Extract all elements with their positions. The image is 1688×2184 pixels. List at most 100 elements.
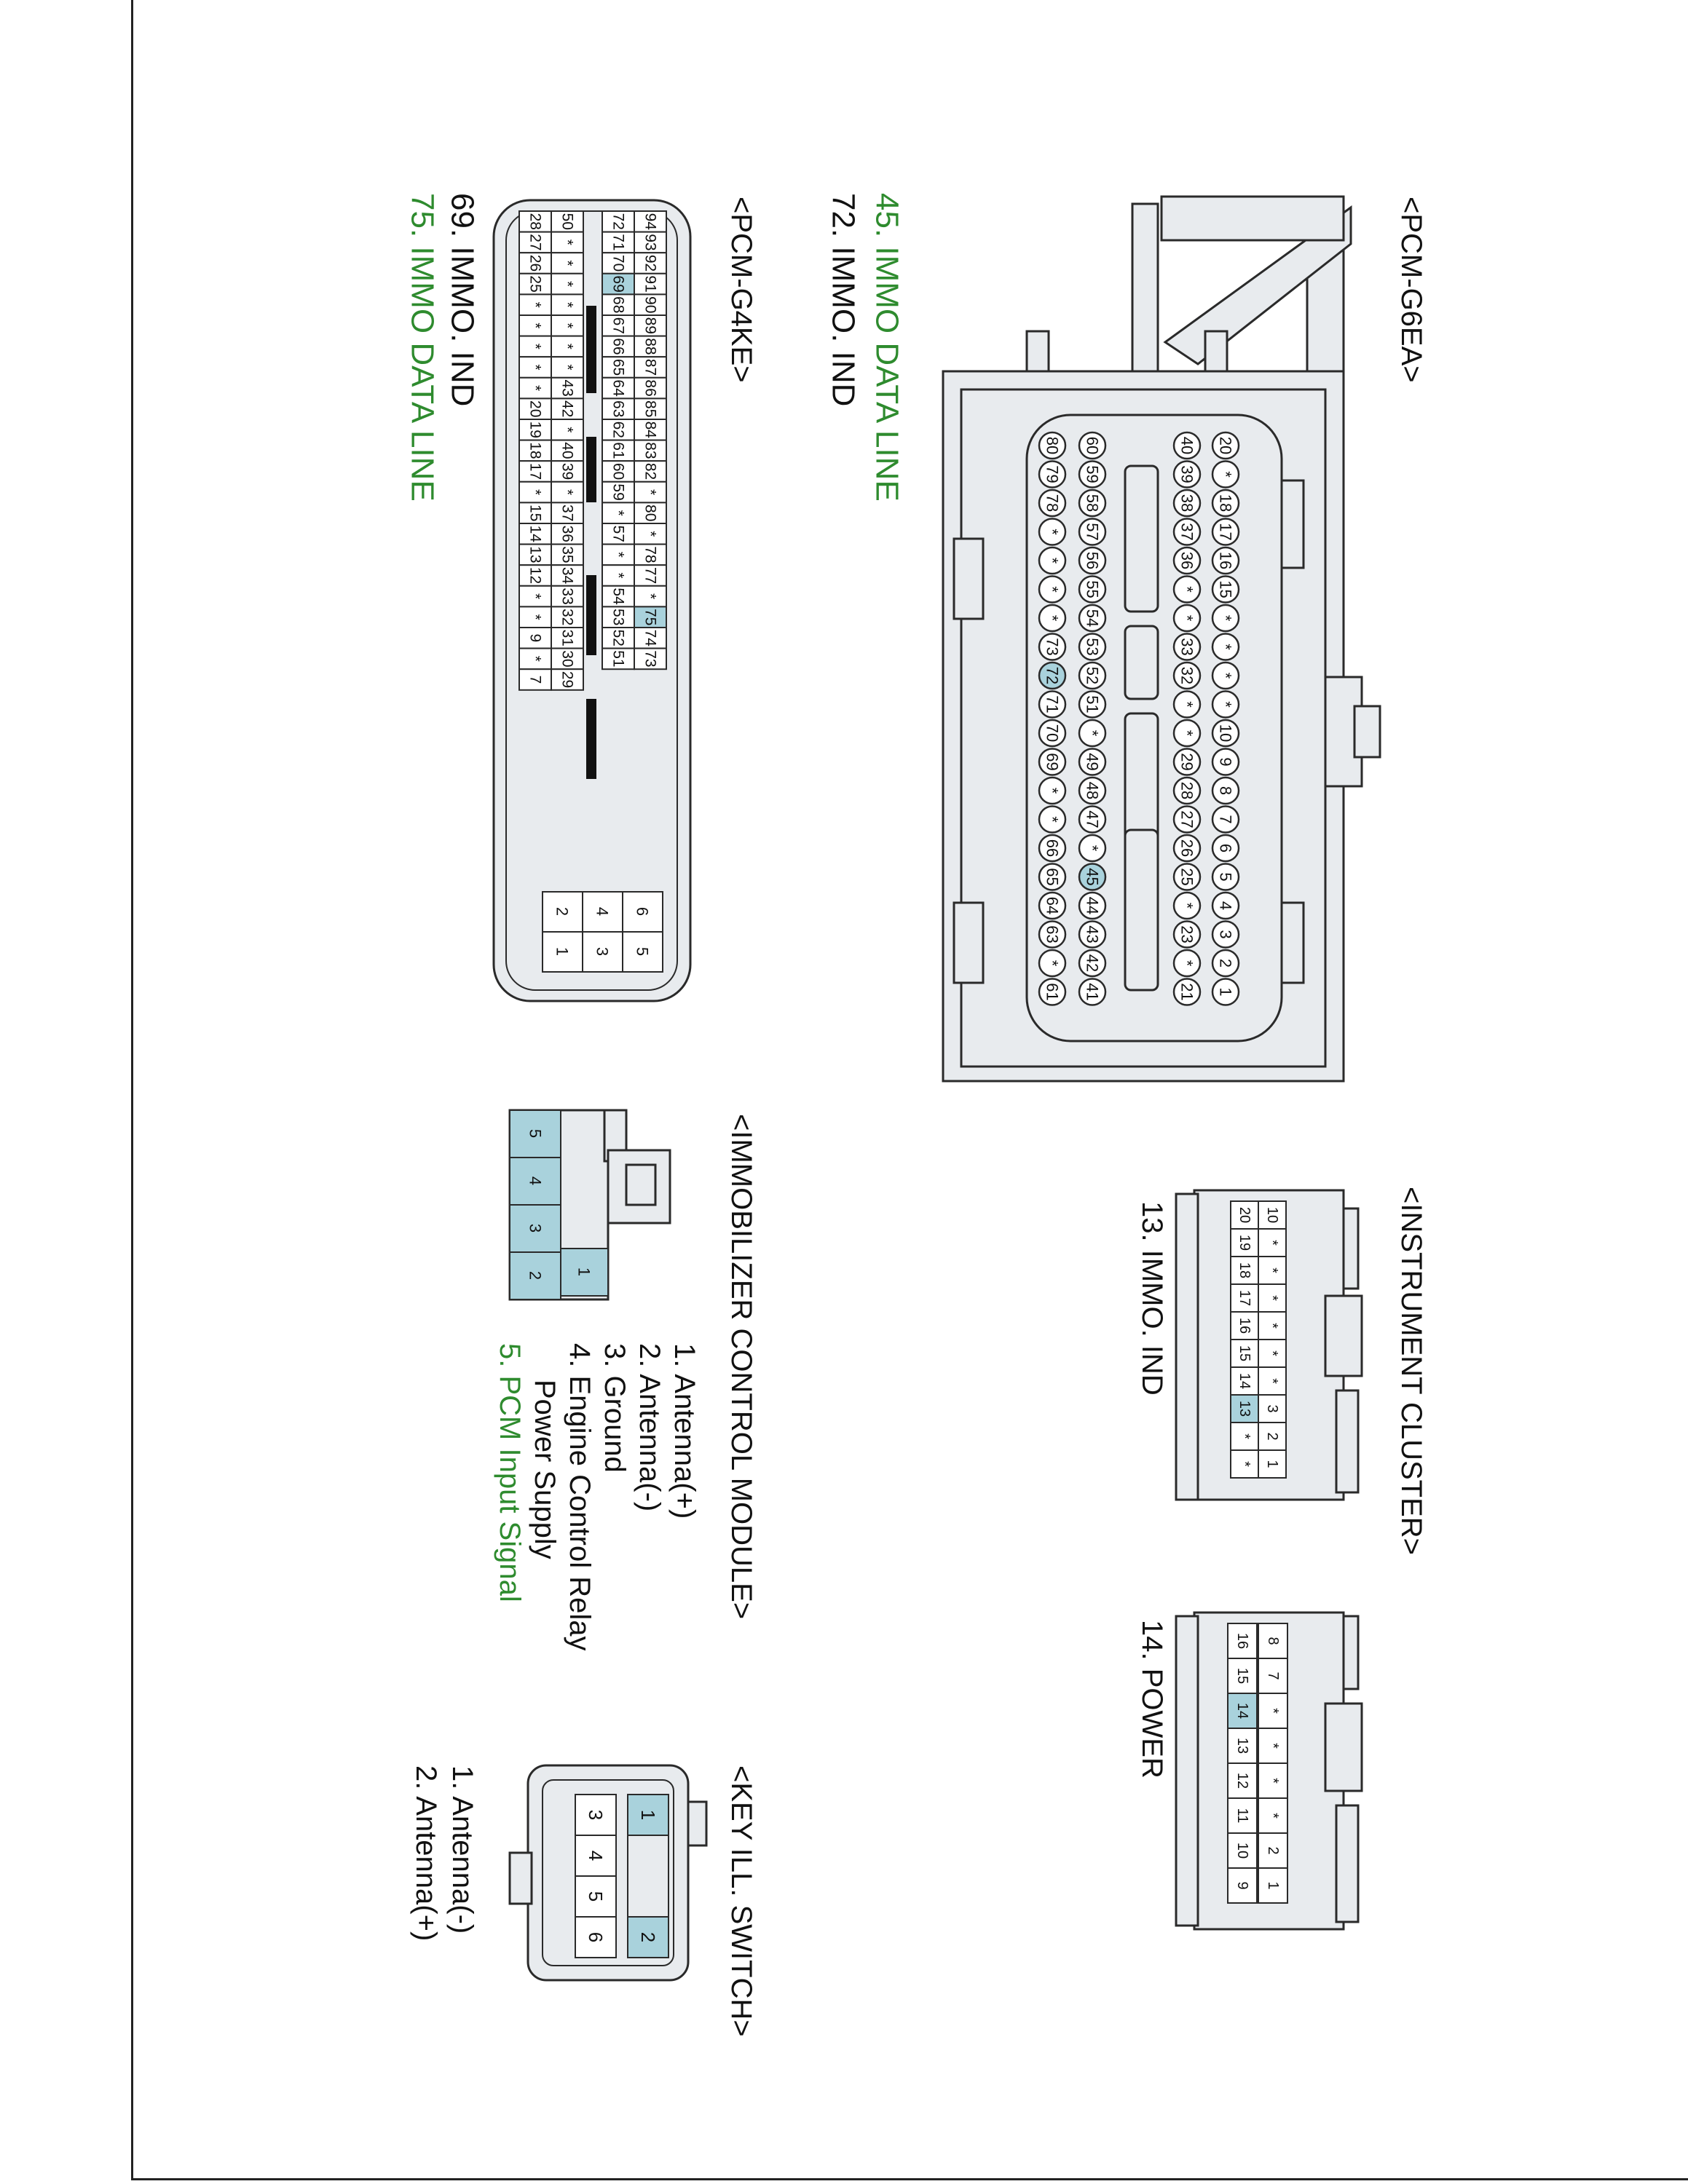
instrument-cluster-connectors: <INSTRUMENT CLUSTER>10******321201918171… <box>1136 1187 1427 1931</box>
pcm-g4ke-pin-cell <box>634 606 667 629</box>
pcm-g6ea-pin-label: 39 <box>1178 465 1196 483</box>
pcm-g6ea-pin-label: 28 <box>1178 782 1196 799</box>
cluster-conn2-pin: 11 <box>1234 1808 1250 1824</box>
key-switch-pin-label: 1 <box>637 1810 659 1820</box>
pcm-g4ke-divider <box>586 699 596 779</box>
pcm-g6ea-pin-label: 2 <box>1217 959 1235 968</box>
pcm-g4ke-pin-label: * <box>559 344 576 349</box>
pcm-g6ea-pin-circle <box>1078 518 1107 546</box>
pcm-g6ea-pin-label: 43 <box>1084 925 1102 943</box>
cluster-conn2-tab2 <box>1335 1804 1360 1923</box>
key-switch-pin-cell <box>575 1916 617 1958</box>
immobilizer-function-label: 1. Antenna(+) <box>669 1343 701 1519</box>
pcm-g6ea-pin-label: 21 <box>1178 983 1196 1000</box>
pcm-g6ea-pin-circle <box>1172 978 1202 1006</box>
pcm-g4ke-small-cell <box>542 931 583 973</box>
pcm-g6ea-pin-circle <box>1211 604 1240 633</box>
pcm-g6ea-pin-label: 64 <box>1044 897 1062 914</box>
pcm-g4ke-small-cell <box>582 931 623 973</box>
pcm-g4ke-pin-cell <box>551 543 584 566</box>
immobilizer-pin-label: 5 <box>526 1129 545 1138</box>
pcm-g4ke-pin-cell <box>602 480 635 504</box>
cluster-conn1-pin: 16 <box>1237 1318 1253 1334</box>
pcm-g6ea-pin-circle <box>1038 863 1067 891</box>
pcm-g6ea-pin-circle <box>1211 863 1240 891</box>
pcm-g6ea-pin-label: 5 <box>1217 872 1235 881</box>
cluster-conn1-pin: 3 <box>1264 1404 1280 1412</box>
pcm-g6ea-pin-label: 49 <box>1084 753 1102 770</box>
pcm-g4ke-pin-label: * <box>559 489 576 495</box>
pcm-g6ea-latch-slope <box>1163 205 1352 365</box>
pcm-g6ea-connector: <PCM-G6EA>20*18171615****109876543214039… <box>826 193 1427 1083</box>
pcm-g4ke-pin-cell <box>602 252 635 274</box>
pcm-g6ea-pin-circle <box>1038 834 1067 863</box>
pcm-g4ke-pin-label: 15 <box>527 505 544 521</box>
pcm-g4ke-pin-cell <box>602 335 635 358</box>
pcm-g4ke-pin-cell <box>602 210 635 233</box>
pcm-g6ea-rib-2 <box>1124 828 1159 992</box>
cluster-conn1-cell <box>1258 1422 1287 1451</box>
pcm-g6ea-pin-label: * <box>1178 730 1196 737</box>
cluster-conn2-pin: 10 <box>1234 1843 1250 1859</box>
pcm-g6ea-pin-label: 18 <box>1217 494 1235 512</box>
pcm-g4ke-function-label: 75. IMMO DATA LINE <box>405 193 441 502</box>
cluster-conn1-cell <box>1258 1228 1287 1257</box>
pcm-g6ea-pin-label: * <box>1084 730 1102 737</box>
pcm-g4ke-function-label: 69. IMMO. IND <box>445 193 481 406</box>
pcm-g6ea-clip <box>1131 202 1159 387</box>
pcm-g6ea-rib-3 <box>1124 625 1159 700</box>
pcm-g4ke-pin-label: 27 <box>527 234 544 250</box>
pcm-g4ke-pin-cell <box>551 356 584 379</box>
pcm-g4ke-pin-label: * <box>527 489 544 495</box>
cluster-conn2-pin: 8 <box>1265 1637 1281 1645</box>
pcm-g6ea-pin-circle <box>1038 891 1067 920</box>
pcm-g4ke-pin-label: 19 <box>527 422 544 438</box>
pcm-g6ea-pin-label: 44 <box>1084 897 1102 914</box>
pcm-g6ea-pin-label: 47 <box>1084 810 1102 828</box>
pcm-g4ke-pin-label: 73 <box>642 650 659 667</box>
cluster-conn1-tab2 <box>1335 1389 1360 1494</box>
immobilizer-pin-cell <box>509 1251 561 1300</box>
cluster-conn1-pin: * <box>1264 1378 1280 1384</box>
pcm-g4ke-pin-label: 60 <box>610 463 627 480</box>
key-switch-title: <KEY ILL. SWITCH> <box>725 1765 757 2037</box>
cluster-conn1-cell <box>1230 1256 1259 1285</box>
pcm-g6ea-pin-label: 45 <box>1084 868 1102 885</box>
cluster-conn2-pin: * <box>1265 1813 1281 1819</box>
pcm-g4ke-pin-label: 9 <box>527 633 544 642</box>
pcm-g6ea-pin-circle <box>1211 690 1240 719</box>
cluster-conn1-pin: * <box>1237 1433 1253 1439</box>
pcm-g6ea-pin-circle <box>1078 546 1107 575</box>
pcm-g4ke-divider <box>586 575 596 655</box>
pcm-g6ea-pin-circle <box>1078 891 1107 920</box>
pcm-g6ea-pin-label: * <box>1044 960 1062 967</box>
pcm-g4ke-pin-label: 82 <box>642 463 659 480</box>
cluster-conn2-cell <box>1258 1728 1288 1764</box>
pcm-g6ea-pin-label: 37 <box>1178 523 1196 540</box>
pcm-g6ea-pin-label: 80 <box>1044 437 1062 454</box>
cluster-conn1-label: 13. IMMO. IND <box>1136 1201 1168 1396</box>
pcm-g6ea-pin-label: 69 <box>1044 753 1062 770</box>
pcm-g6ea-pin-circle <box>1172 920 1202 949</box>
pcm-g6ea-pin-label: 71 <box>1044 695 1062 713</box>
pcm-g4ke-pin-label: * <box>527 302 544 308</box>
cluster-conn1-pin: 18 <box>1237 1262 1253 1278</box>
pcm-g6ea-pin-label: * <box>1178 615 1196 622</box>
pcm-g4ke-pin-label: * <box>559 281 576 287</box>
page-border <box>131 0 1688 2180</box>
pcm-g4ke-pin-label: * <box>527 614 544 620</box>
pcm-g4ke-pin-cell <box>602 606 635 629</box>
pcm-g4ke-pin-label: * <box>642 489 659 495</box>
pcm-g6ea-pin-circle <box>1211 661 1240 690</box>
cluster-conn1-cell <box>1230 1311 1259 1340</box>
pcm-g6ea-pin-circle <box>1211 460 1240 488</box>
cluster-conn1-tab <box>1342 1207 1360 1290</box>
pcm-g4ke-pin-label: 57 <box>610 526 627 542</box>
pcm-g6ea-pin-circle <box>1172 546 1202 575</box>
immobilizer-latch-inner <box>625 1163 657 1206</box>
pcm-g6ea-pin-label: 70 <box>1044 724 1062 742</box>
immobilizer-function-label: 5. PCM Input Signal <box>494 1343 526 1602</box>
pcm-g6ea-pin-circle <box>1038 949 1067 978</box>
pcm-g4ke-pin-label: 70 <box>610 255 627 272</box>
pcm-g4ke-pin-cell <box>551 647 584 670</box>
